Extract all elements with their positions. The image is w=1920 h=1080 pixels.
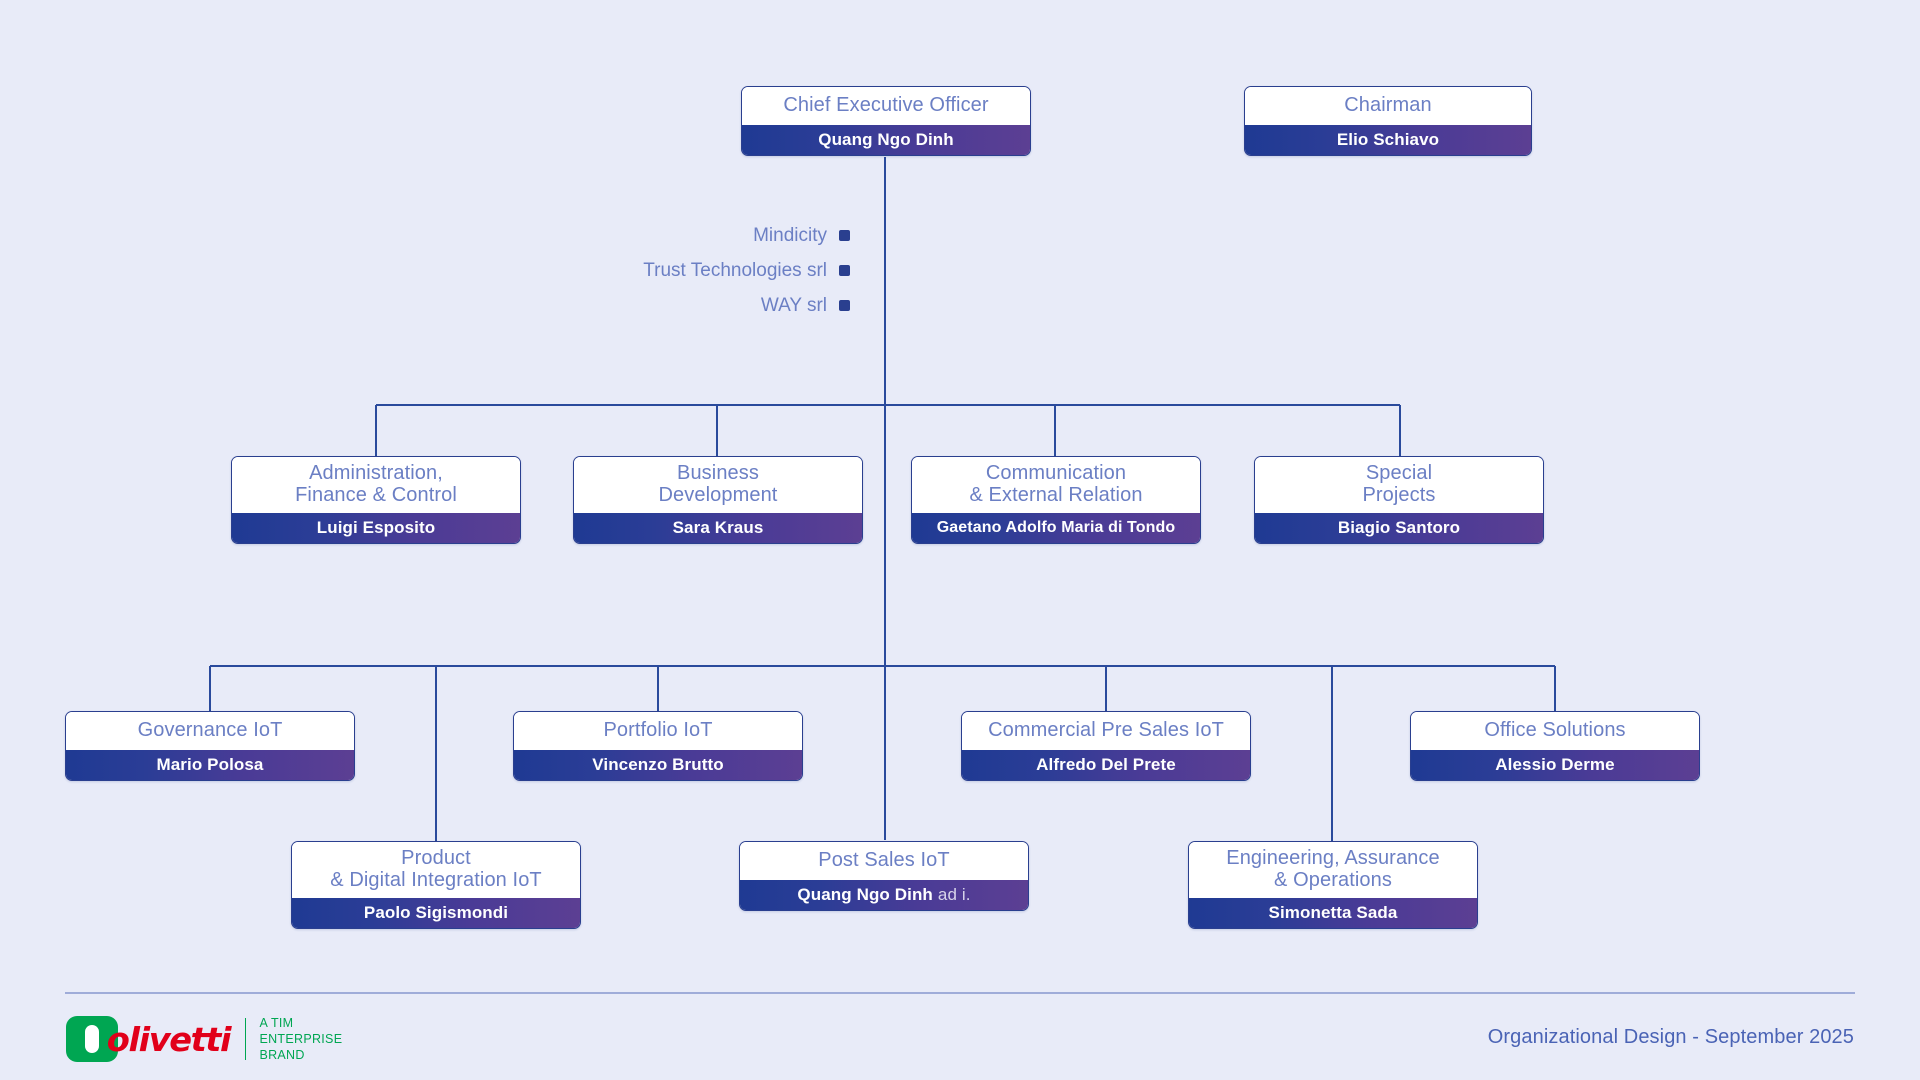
node-person-name: Vincenzo Brutto [514, 750, 802, 780]
node-title: Engineering, Assurance & Operations [1189, 842, 1477, 898]
olivetti-o-mark-icon [66, 1016, 118, 1062]
node-title: Governance IoT [66, 712, 354, 750]
node-person-name: Alessio Derme [1411, 750, 1699, 780]
node-person-name: Elio Schiavo [1245, 125, 1531, 155]
person-name-main: Quang Ngo Dinh [797, 885, 933, 904]
square-bullet-icon [839, 265, 850, 276]
subsidiaries-list: Mindicity Trust Technologies srl WAY srl [560, 218, 850, 323]
node-chairman[interactable]: Chairman Elio Schiavo [1244, 86, 1532, 156]
square-bullet-icon [839, 300, 850, 311]
node-special-projects[interactable]: Special Projects Biagio Santoro [1254, 456, 1544, 544]
list-item[interactable]: Trust Technologies srl [560, 253, 850, 288]
square-bullet-icon [839, 230, 850, 241]
node-title: Chief Executive Officer [742, 87, 1030, 125]
node-person-name: Alfredo Del Prete [962, 750, 1250, 780]
node-engineering-assurance-operations[interactable]: Engineering, Assurance & Operations Simo… [1188, 841, 1478, 929]
node-title: Commercial Pre Sales IoT [962, 712, 1250, 750]
node-commercial-pre-sales-iot[interactable]: Commercial Pre Sales IoT Alfredo Del Pre… [961, 711, 1251, 781]
node-communication-external-relation[interactable]: Communication & External Relation Gaetan… [911, 456, 1201, 544]
subsidiary-label: WAY srl [760, 294, 827, 316]
olivetti-logo: olivetti A TIM ENTERPRISE BRAND [66, 1016, 342, 1062]
node-person-name: Mario Polosa [66, 750, 354, 780]
node-business-development[interactable]: Business Development Sara Kraus [573, 456, 863, 544]
node-title: Business Development [574, 457, 862, 513]
node-person-name: Biagio Santoro [1255, 513, 1543, 543]
node-person-name: Paolo Sigismondi [292, 898, 580, 928]
footer-divider [65, 992, 1855, 994]
node-person-name: Gaetano Adolfo Maria di Tondo [912, 513, 1200, 543]
node-portfolio-iot[interactable]: Portfolio IoT Vincenzo Brutto [513, 711, 803, 781]
node-title: Post Sales IoT [740, 842, 1028, 880]
node-office-solutions[interactable]: Office Solutions Alessio Derme [1410, 711, 1700, 781]
node-title: Product & Digital Integration IoT [292, 842, 580, 898]
subsidiary-label: Mindicity [753, 224, 827, 246]
node-title: Portfolio IoT [514, 712, 802, 750]
logo-divider [244, 1018, 247, 1060]
node-governance-iot[interactable]: Governance IoT Mario Polosa [65, 711, 355, 781]
node-title: Office Solutions [1411, 712, 1699, 750]
node-title: Administration, Finance & Control [232, 457, 520, 513]
node-product-digital-integration-iot[interactable]: Product & Digital Integration IoT Paolo … [291, 841, 581, 929]
node-administration-finance-control[interactable]: Administration, Finance & Control Luigi … [231, 456, 521, 544]
olivetti-wordmark: olivetti [106, 1019, 232, 1059]
list-item[interactable]: Mindicity [560, 218, 850, 253]
node-person-name: Quang Ngo Dinh [742, 125, 1030, 155]
person-name-suffix: ad i. [937, 885, 971, 904]
list-item[interactable]: WAY srl [560, 288, 850, 323]
node-title: Special Projects [1255, 457, 1543, 513]
node-person-name: Luigi Esposito [232, 513, 520, 543]
tim-enterprise-brand-tagline: A TIM ENTERPRISE BRAND [259, 1016, 343, 1062]
node-person-name: Sara Kraus [574, 513, 862, 543]
node-title: Chairman [1245, 87, 1531, 125]
subsidiary-label: Trust Technologies srl [643, 259, 827, 281]
node-person-name: Simonetta Sada [1189, 898, 1477, 928]
document-caption: Organizational Design - September 2025 [1487, 1026, 1854, 1048]
node-title: Communication & External Relation [912, 457, 1200, 513]
node-chief-executive-officer[interactable]: Chief Executive Officer Quang Ngo Dinh [741, 86, 1031, 156]
